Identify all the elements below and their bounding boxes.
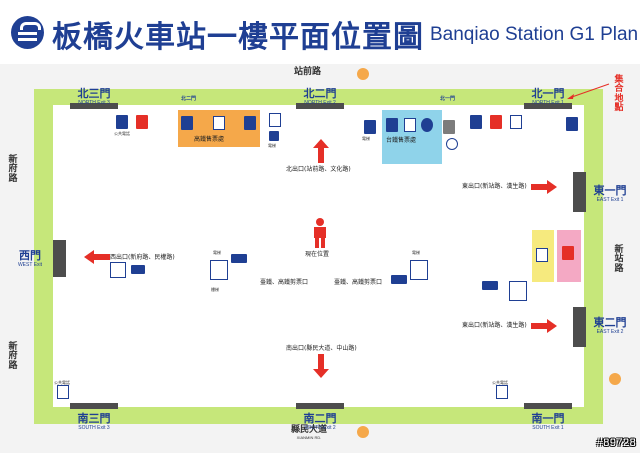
gate-sign-icon [391, 275, 407, 284]
north-exit-3-door[interactable] [70, 103, 118, 109]
phone-label: 公共電話 [114, 131, 130, 136]
gate-sign-icon [482, 281, 498, 290]
east-exit-1-arrow-icon [531, 180, 557, 194]
warning-icon [562, 246, 574, 260]
restroom-male-icon [470, 115, 482, 129]
taxi-icon [357, 68, 369, 80]
east-exit-2-arrow-icon [531, 319, 557, 333]
elevator-label: 電梯 [213, 250, 221, 255]
gates-left-label: 臺鐵、高鐵剪票口 [260, 279, 309, 286]
north-exit-1-door[interactable] [524, 103, 572, 109]
escalator-icon [509, 281, 527, 301]
restroom-male-icon [116, 115, 128, 129]
east-exit-2-door[interactable] [573, 307, 586, 347]
phone-label: 公共電話 [54, 380, 70, 385]
street-north: 站前路 [294, 67, 322, 77]
elevator-label: 電梯 [268, 143, 276, 148]
ticket-machine-icon [181, 116, 193, 130]
south-exit-2-door[interactable] [296, 403, 344, 409]
restroom-female-icon [136, 115, 148, 129]
south-exit-1-door[interactable] [524, 403, 572, 409]
you-are-here-person-icon [314, 218, 326, 248]
header: 板橋火車站一樓平面位置圖 Banqiao Station G1 Plan [0, 0, 640, 64]
elevator-icon [269, 131, 279, 141]
street-east: 新站路 [614, 245, 624, 274]
ticket-counter-icon [404, 118, 416, 132]
escalator-icon [210, 260, 228, 280]
watermark: #89728 [596, 438, 636, 450]
gate-sign-icon [231, 254, 247, 263]
tra-ticket-label: 台鐵售票處 [386, 137, 417, 144]
south-exit-direction: 南出口(縣民大道、中山路) [286, 345, 357, 352]
info-icon [536, 248, 548, 262]
west-exit-arrow-icon [84, 250, 110, 264]
gates-right-label: 臺鐵、高鐵剪票口 [334, 279, 383, 286]
taxi-icon [609, 373, 621, 385]
east-exit-direction-bottom: 東出口(新站路、漢生路) [462, 322, 527, 329]
meeting-point-pointer [567, 83, 610, 99]
locker-icon [443, 120, 455, 134]
tra-logo-icon [421, 118, 433, 132]
street-west-bottom: 新府路 [8, 342, 18, 371]
you-are-here-label: 現在位置 [305, 251, 330, 258]
phone-icon [269, 113, 281, 127]
hsr-ticket-label: 高鐵售票處 [194, 136, 225, 143]
info-icon [446, 138, 458, 150]
escalator-icon [110, 262, 126, 278]
west-exit-direction: 西出口(新府路、民權路) [110, 254, 175, 261]
street-west-top: 新府路 [8, 155, 18, 184]
title-zh: 板橋火車站一樓平面位置圖 [52, 20, 424, 55]
ticket-machine-icon [386, 118, 398, 132]
restroom-female-icon [490, 115, 502, 129]
phone-icon [57, 385, 69, 399]
east-exit-direction-top: 東出口(新站路、漢生路) [462, 183, 527, 190]
phone-label: 公共電話 [492, 380, 508, 385]
north-small-label-left: 北二門 [181, 96, 197, 102]
south-exit-3-door[interactable] [70, 403, 118, 409]
north-small-label-right: 北一門 [440, 96, 456, 102]
escalator-icon [410, 260, 428, 280]
stairs-label: 樓梯 [211, 287, 219, 292]
accessible-icon [566, 117, 578, 131]
phone-icon [496, 385, 508, 399]
south-exit-arrow-icon [313, 354, 329, 378]
gate-sign-icon [131, 265, 145, 274]
phone-icon [510, 115, 522, 129]
tra-logo-icon [11, 16, 44, 49]
ticket-counter-icon [213, 116, 225, 130]
elevator-label: 電梯 [362, 136, 370, 141]
meeting-point-label: 集合地點 [614, 75, 624, 114]
elevator-icon [364, 120, 376, 134]
north-exit-direction: 北出口(站前路、文化路) [286, 166, 351, 173]
west-exit-door[interactable] [53, 240, 66, 277]
taxi-icon [357, 426, 369, 438]
north-exit-2-door[interactable] [296, 103, 344, 109]
title-en: Banqiao Station G1 Plan [430, 24, 639, 45]
east-exit-1-door[interactable] [573, 172, 586, 212]
north-exit-arrow-icon [313, 139, 329, 163]
ticket-machine-icon [244, 116, 256, 130]
elevator-label: 電梯 [412, 250, 420, 255]
